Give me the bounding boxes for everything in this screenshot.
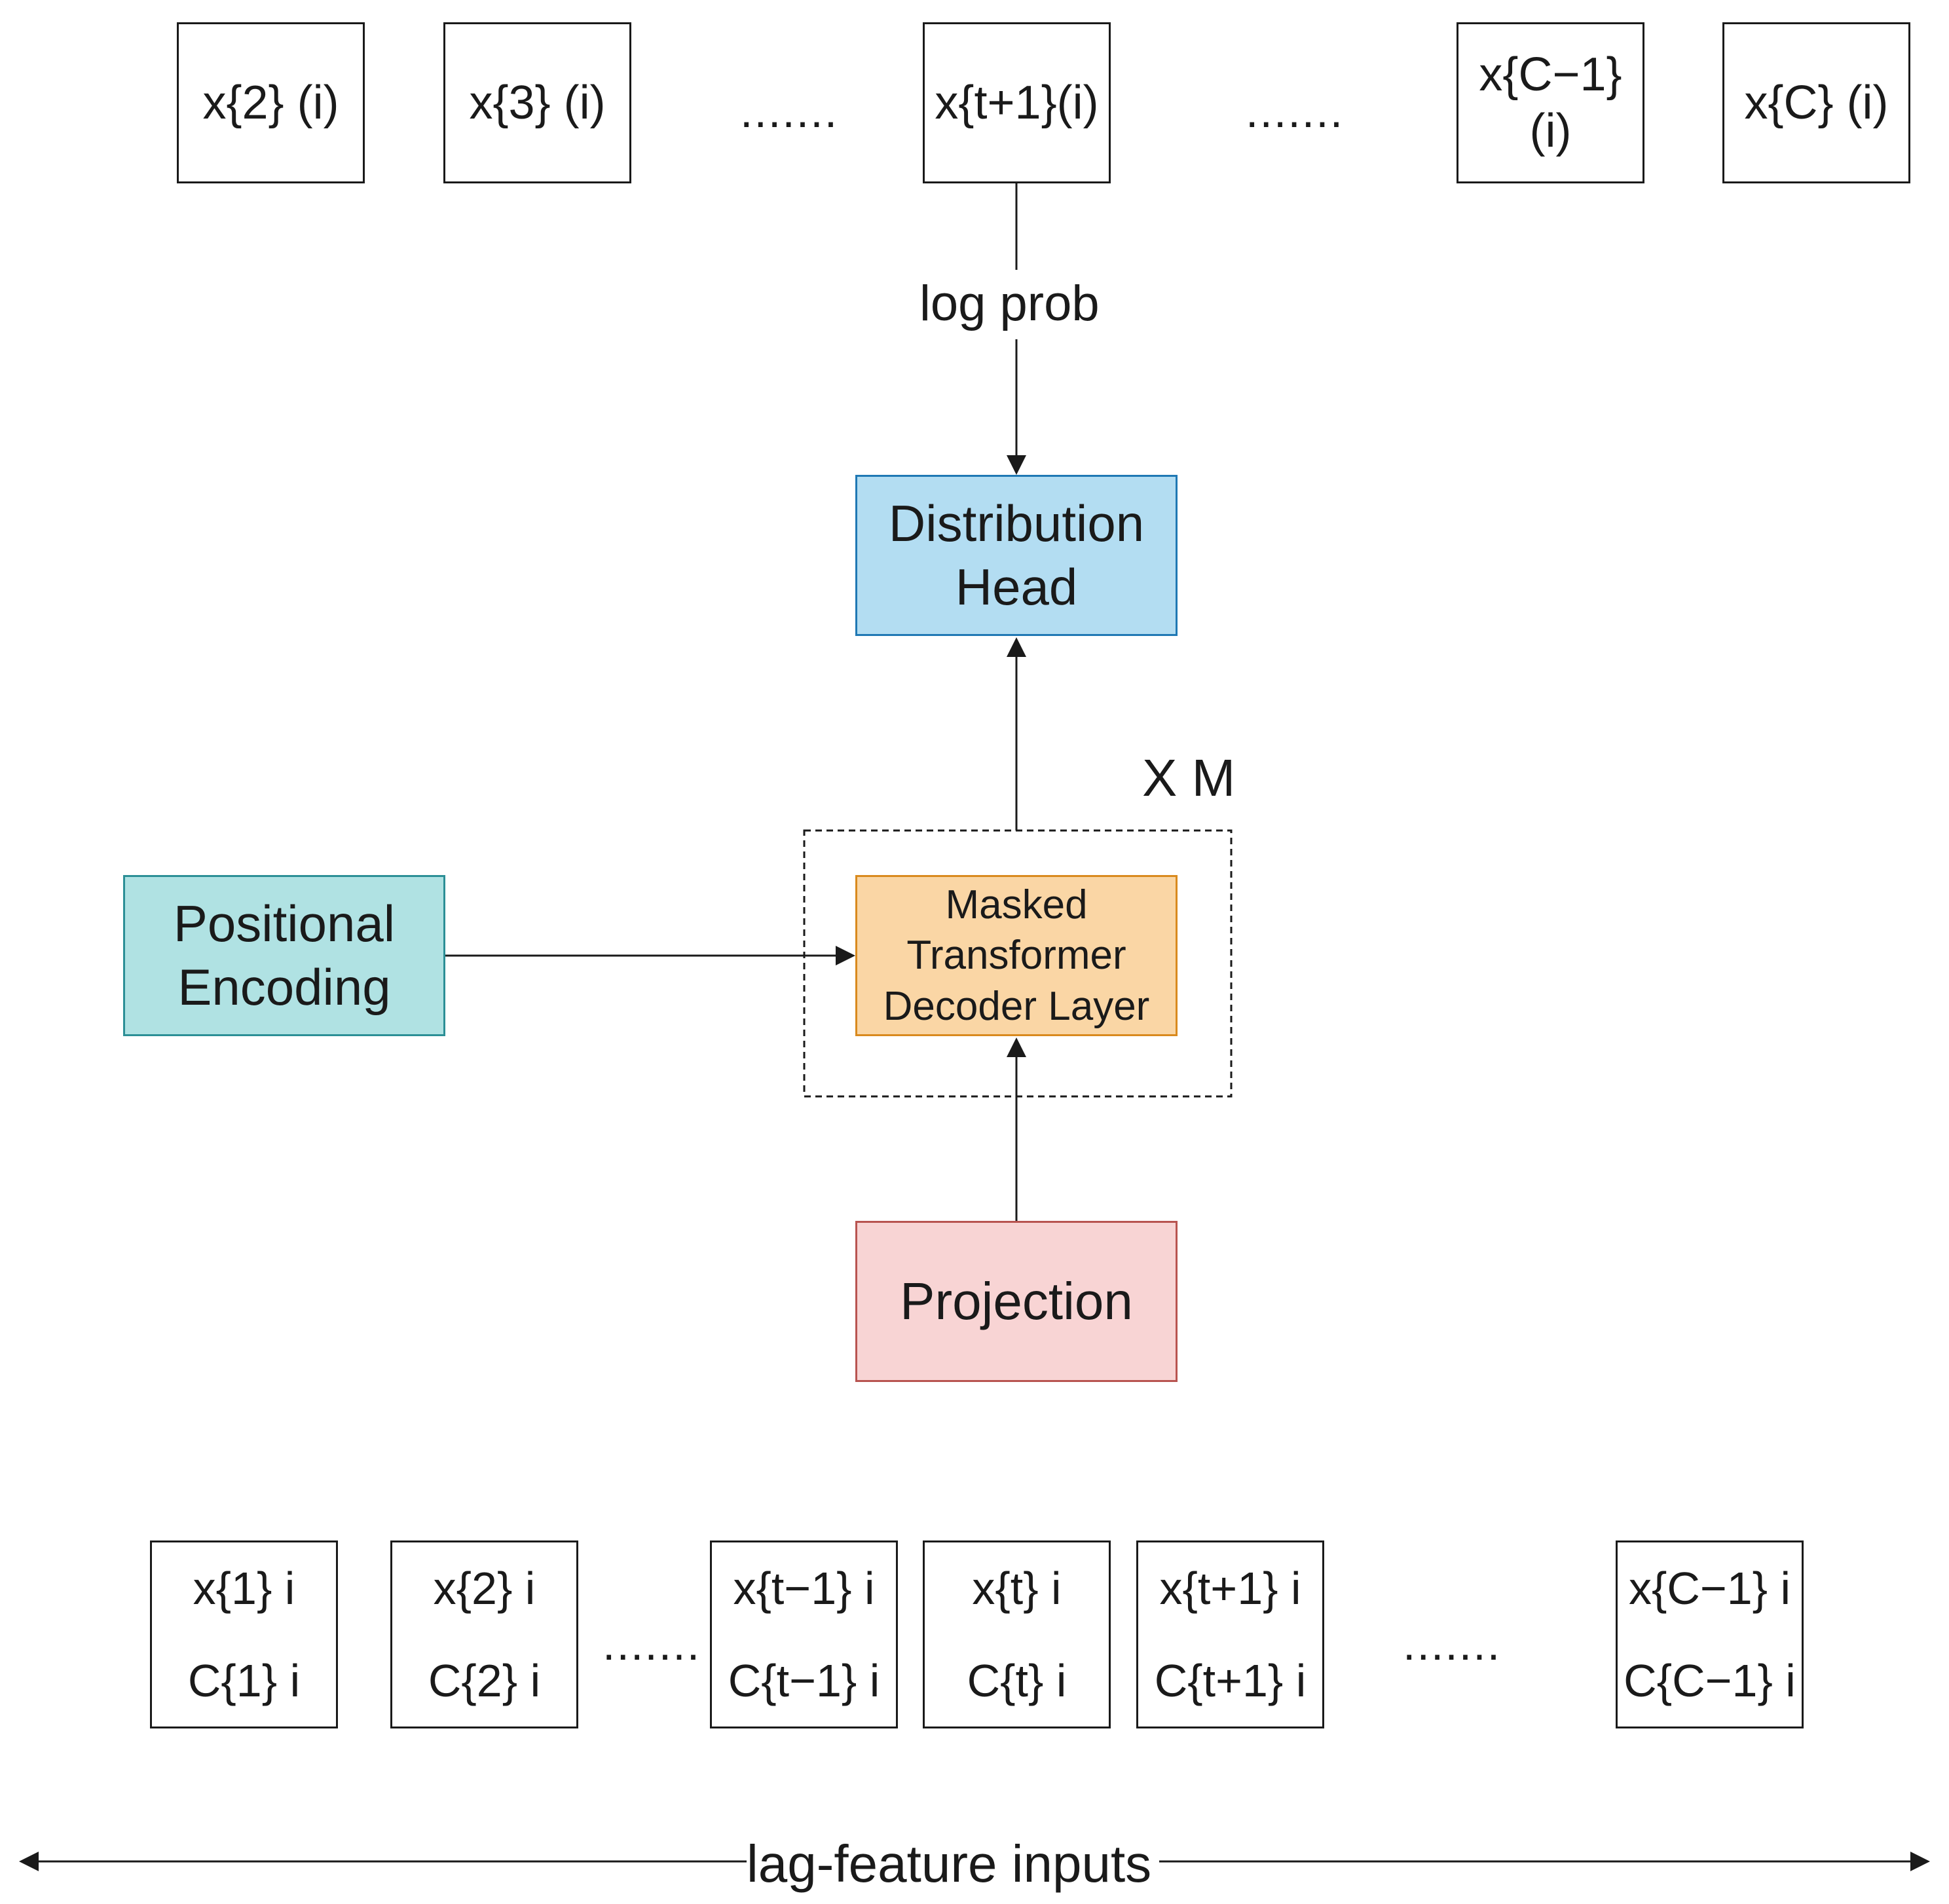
decoder-layer-line3: Decoder Layer [883,983,1150,1029]
positional-encoding-line1: Positional [173,894,396,952]
input-x-label: x{t+1} i [1159,1563,1301,1615]
input-c-label: C{1} i [187,1654,301,1706]
decoder-layer-line2: Transformer [906,933,1126,979]
output-label-line2: (i) [1529,105,1572,157]
output-label: x{2} (i) [202,76,339,129]
input-box-t-plus-1: x{t+1} i C{t+1} i [1136,1540,1324,1728]
input-x-label: x{t−1} i [733,1563,875,1615]
decoder-layer-block: Masked Transformer Decoder Layer [855,875,1178,1036]
input-x-label: x{t} i [972,1563,1062,1615]
input-box-1: x{1} i C{1} i [150,1540,338,1728]
input-c-label: C{t−1} i [728,1654,880,1706]
output-box-xc: x{C} (i) [1722,22,1910,183]
distribution-head-line2: Head [955,558,1078,616]
input-c-label: C{2} i [428,1654,541,1706]
input-box-2: x{2} i C{2} i [390,1540,578,1728]
ellipsis: ....... [740,86,839,137]
positional-encoding-line2: Encoding [177,958,391,1016]
projection-label: Projection [900,1272,1133,1330]
ellipsis: ....... [1403,1618,1502,1670]
output-box-xc1: x{C−1} (i) [1457,22,1644,183]
output-label: x{C} (i) [1744,76,1889,129]
output-box-x2: x{2} (i) [177,22,365,183]
ellipsis: ....... [603,1618,701,1670]
projection-block: Projection [855,1221,1178,1382]
input-x-label: x{1} i [193,1563,295,1615]
ellipsis: ....... [1246,86,1345,137]
distribution-head-line1: Distribution [888,494,1145,552]
input-box-t-minus-1: x{t−1} i C{t−1} i [710,1540,898,1728]
repeat-container [803,829,1233,1098]
output-box-x3: x{3} (i) [443,22,631,183]
output-label-line1: x{C−1} [1479,48,1622,101]
log-prob-label: log prob [919,276,1100,331]
distribution-head-block: Distribution Head [855,475,1178,636]
repeat-label: X M [1142,749,1236,807]
positional-encoding-block: Positional Encoding [123,875,445,1036]
decoder-layer-line1: Masked [945,882,1088,927]
input-c-label: C{C−1} i [1624,1654,1796,1706]
input-c-label: C{t} i [967,1654,1067,1706]
axis-label: lag-feature inputs [747,1835,1152,1893]
input-x-label: x{2} i [433,1563,536,1615]
input-box-c-minus-1: x{C−1} i C{C−1} i [1616,1540,1804,1728]
input-box-t: x{t} i C{t} i [923,1540,1111,1728]
output-box-xt1: x{t+1}(i) [923,22,1111,183]
output-label: x{t+1}(i) [935,76,1099,129]
input-x-label: x{C−1} i [1628,1563,1791,1615]
input-c-label: C{t+1} i [1154,1654,1307,1706]
output-label: x{3} (i) [469,76,606,129]
